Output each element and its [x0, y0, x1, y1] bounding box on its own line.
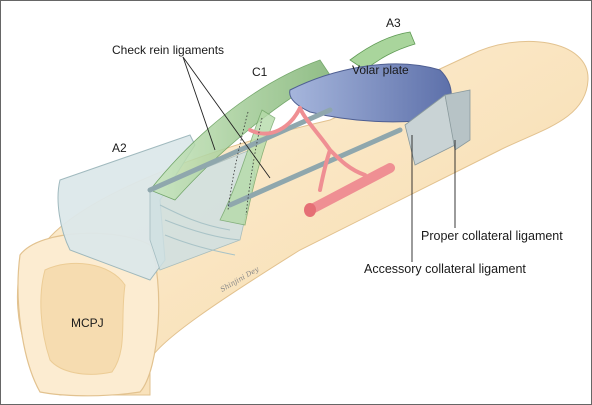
label-check-rein-ligaments: Check rein ligaments — [112, 43, 224, 57]
label-volar-plate: Volar plate — [352, 63, 409, 77]
vincular-vessels — [248, 106, 367, 192]
artery-cut-end — [304, 203, 316, 217]
a3-pulley — [349, 31, 416, 71]
c1-outline — [227, 111, 263, 216]
check-rein-ligament-2 — [227, 127, 403, 208]
proper-collateral-ligament — [444, 89, 471, 151]
label-a2: A2 — [112, 141, 127, 155]
label-a3: A3 — [386, 16, 401, 30]
check-rein-ligament-1 — [147, 107, 333, 193]
label-c1: C1 — [252, 65, 268, 79]
leader-lines — [182, 56, 456, 262]
label-proper-collateral-ligament: Proper collateral ligament — [421, 229, 563, 243]
flexor-sheath-fibers — [159, 204, 241, 256]
digital-artery-branch — [305, 163, 395, 215]
mcpj-bone-medulla — [40, 262, 126, 375]
label-accessory-collateral-ligament: Accessory collateral ligament — [364, 262, 526, 276]
label-mcpj: MCPJ — [71, 316, 104, 330]
